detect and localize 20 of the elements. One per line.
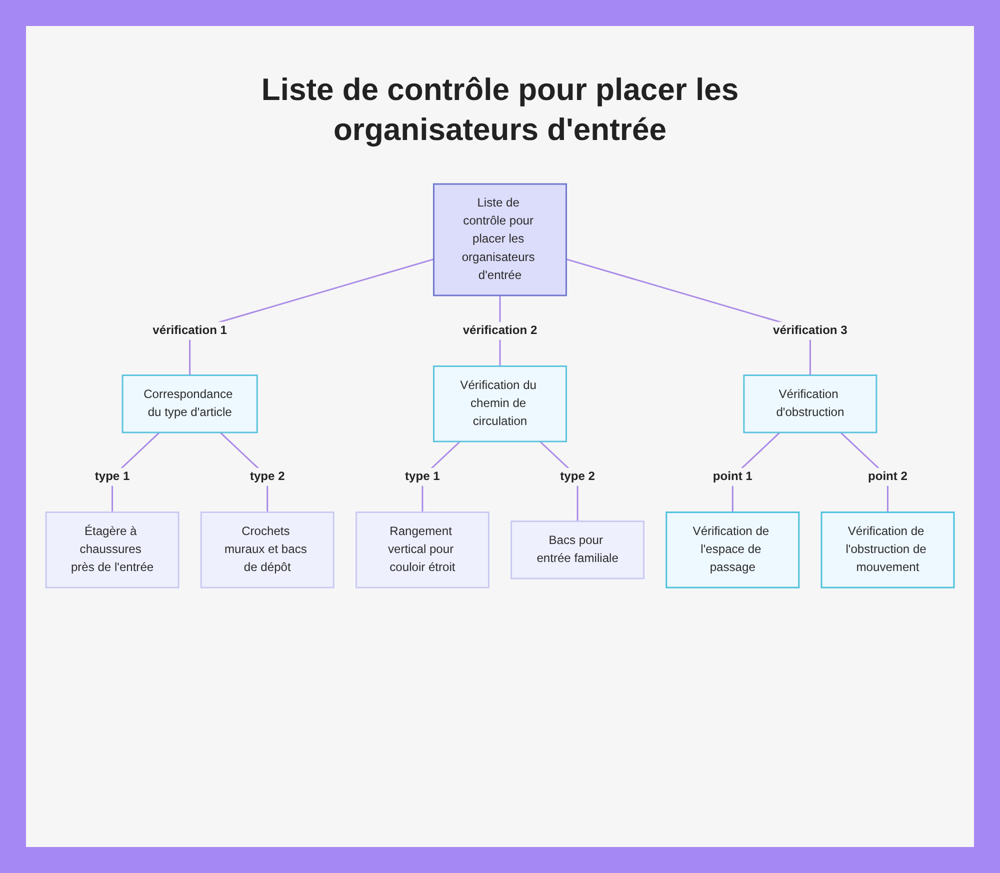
node-box: Vérification de l'obstruction de mouvement [820,512,955,588]
diagram-title: Liste de contrôle pour placer les organisateurs d'entrée [260,71,740,149]
edge-label: point 2 [868,470,908,483]
node-box: Vérification d'obstruction [743,374,878,434]
node-box: Vérification du chemin de circulation [433,365,567,442]
edge-label: type 2 [560,470,595,483]
node-box: Correspondance du type d'article [122,374,258,434]
edge-label: point 1 [712,470,752,483]
node-box: Vérification de l'espace de passage [666,512,800,588]
node-box: Bacs pour entrée familiale [510,520,645,580]
edge-label: vérification 2 [462,324,538,337]
edge-label: type 1 [94,470,130,483]
edge-label: vérification 3 [773,324,848,337]
node-box: Rangement vertical pour couloir étroit [355,512,490,588]
node-box: Crochets muraux et bacs de dépôt [200,512,334,588]
edge-label: type 2 [250,470,285,483]
node-box: Liste de contrôle pour placer les organisateurs d'entrée [433,183,567,296]
edge-label: vérification 1 [152,324,227,337]
edge-label: type 1 [405,470,440,483]
node-box: Étagère à chaussures près de l'entrée [45,512,180,588]
